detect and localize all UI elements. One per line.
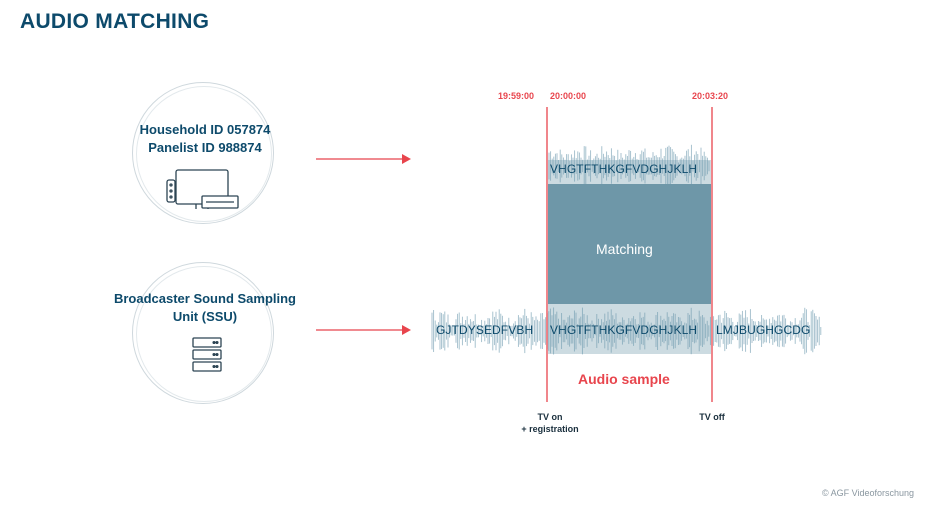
- broadcaster-circle: [132, 262, 274, 404]
- ssu-sequence-after: LMJBUGHGCDG: [716, 323, 811, 337]
- broadcaster-label: Broadcaster Sound Sampling Unit (SSU): [95, 290, 315, 326]
- timestamp-start: 19:59:00: [498, 91, 535, 101]
- copyright-footer: © AGF Videoforschung: [821, 488, 914, 498]
- household-waveform: [548, 144, 710, 188]
- household-label: Household ID 057874 Panelist ID 988874: [95, 121, 315, 157]
- page-title: AUDIO MATCHING: [20, 10, 210, 33]
- household-arrow: [316, 154, 411, 164]
- ssu-arrow: [316, 325, 411, 335]
- tv-off-caption: TV off: [699, 412, 725, 422]
- matching-bottom-band: [548, 304, 711, 354]
- household-id: Household ID 057874: [139, 122, 271, 137]
- matching-block: [548, 184, 711, 304]
- tv-on-line1: TV on: [537, 412, 563, 422]
- audio-sample-label: Audio sample: [578, 371, 670, 387]
- ssu-sequence-match: VHGTFTHKGFVDGHJKLH: [550, 323, 698, 337]
- tv-on-caption: TV on + registration: [510, 411, 590, 435]
- ssu-waveform: [431, 307, 822, 355]
- panelist-id: Panelist ID 988874: [148, 140, 262, 155]
- broadcaster-line2: Unit (SSU): [172, 309, 238, 324]
- broadcaster-circle-inner: [136, 266, 272, 402]
- household-sequence: VHGTFTHKGFVDGHJKLH: [550, 162, 698, 176]
- ssu-sequence-before: GJTDYSEDFVBH: [436, 323, 534, 337]
- matching-label: Matching: [596, 241, 653, 257]
- household-circle: [132, 82, 274, 224]
- broadcaster-line1: Broadcaster Sound Sampling: [113, 291, 297, 306]
- matching-top-band: [548, 160, 711, 184]
- timestamp-tv-off: 20:03:20: [692, 91, 729, 101]
- tv-on-line2: + registration: [521, 424, 579, 434]
- household-circle-inner: [136, 86, 272, 222]
- timestamp-tv-on: 20:00:00: [550, 91, 587, 101]
